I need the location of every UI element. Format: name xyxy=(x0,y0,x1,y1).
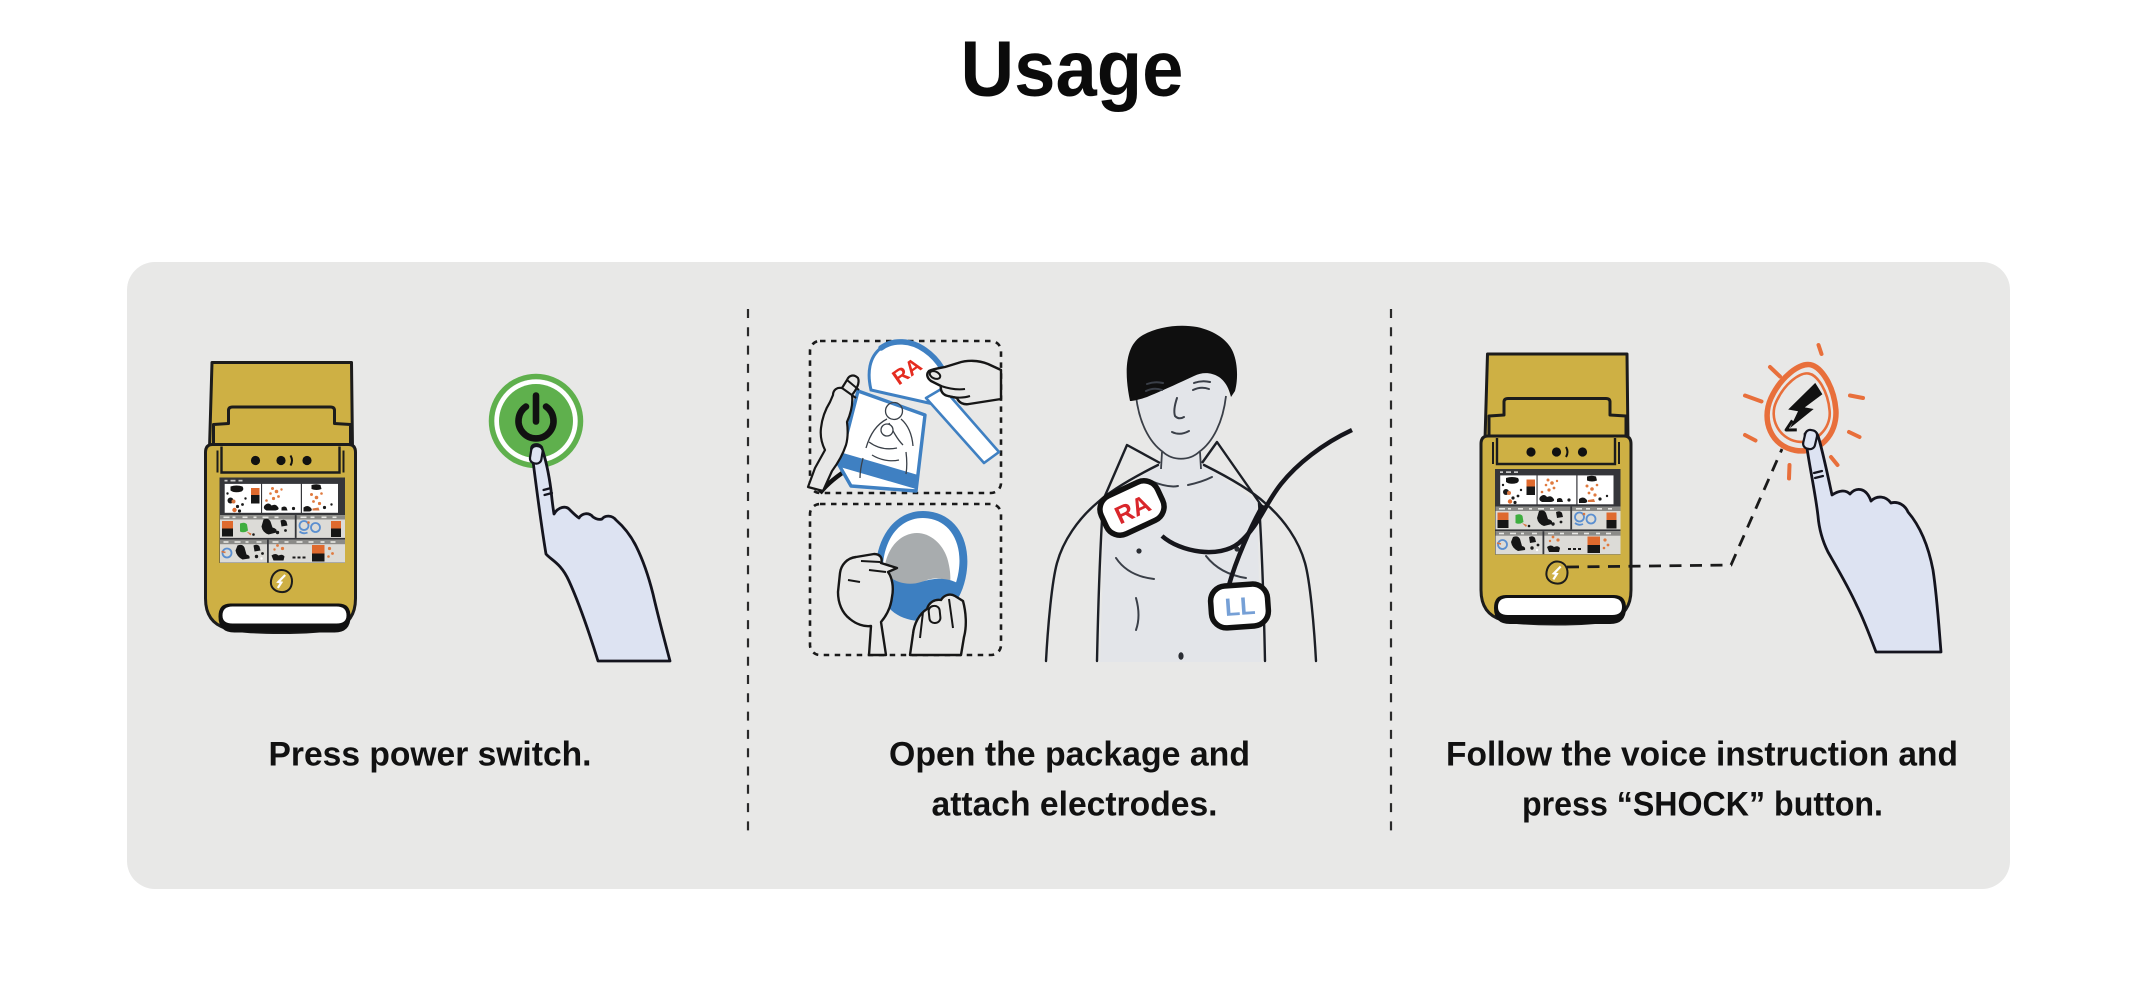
svg-text:Follow the voice instruction a: Follow the voice instruction and xyxy=(1446,736,1958,774)
svg-text:LL: LL xyxy=(1224,592,1256,622)
svg-text:attach electrodes.: attach electrodes. xyxy=(932,786,1218,824)
svg-text:Usage: Usage xyxy=(961,25,1184,113)
svg-text:Press power switch.: Press power switch. xyxy=(269,736,592,774)
svg-text:press “SHOCK” button.: press “SHOCK” button. xyxy=(1522,786,1883,824)
svg-text:Open the package and: Open the package and xyxy=(889,736,1250,774)
